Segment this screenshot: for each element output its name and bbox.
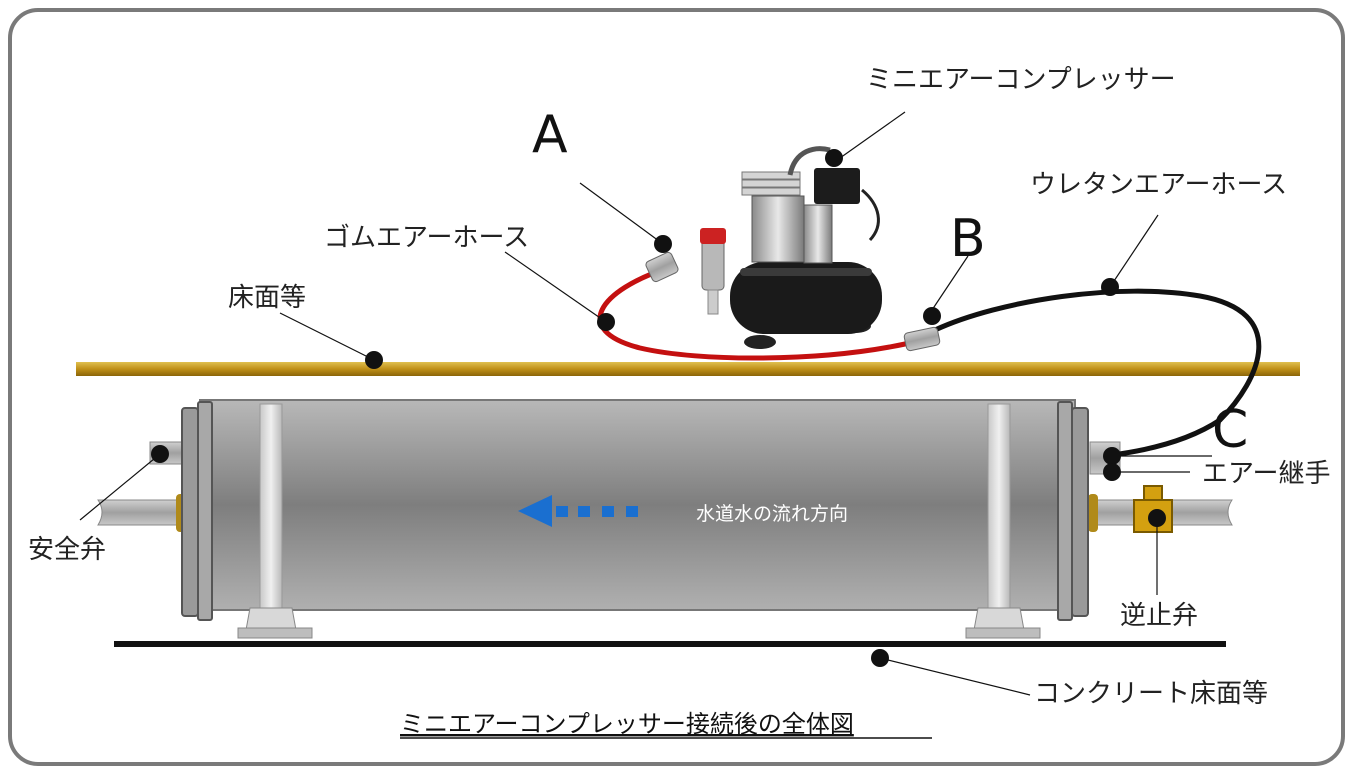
tank-flange-left-inner [197, 401, 213, 621]
diagram-caption: ミニエアーコンプレッサー接続後の全体図 [400, 710, 854, 738]
tank-flange-right-inner [1057, 401, 1073, 621]
label-urethane-hose: ウレタンエアーホース [1030, 170, 1287, 200]
concrete-floor-line [114, 641, 1226, 647]
label-flow-direction: 水道水の流れ方向 [696, 503, 848, 525]
flow-arrow [518, 495, 638, 527]
marker-dots [151, 149, 1166, 667]
marker-a: A [532, 105, 568, 165]
fitting-a [645, 251, 679, 283]
floor-bar [76, 362, 1300, 376]
foot-right [973, 607, 1025, 631]
label-safety-valve: 安全弁 [28, 535, 106, 565]
check-valve-cap [1143, 485, 1163, 501]
urethane-air-hose [932, 288, 1262, 458]
label-concrete-floor: コンクリート床面等 [1034, 679, 1268, 709]
rubber-air-hose [597, 265, 908, 361]
tank-flange-left [181, 407, 199, 617]
strap-left [259, 403, 283, 617]
foot-right-base [965, 627, 1041, 639]
mini-air-compressor [700, 146, 882, 349]
leader-lines [79, 111, 1212, 696]
strap-right [987, 403, 1011, 617]
tank-body [199, 399, 1076, 611]
foot-left-base [237, 627, 313, 639]
marker-b: B [950, 209, 986, 269]
foot-left [245, 607, 297, 631]
tank-flange-right [1071, 407, 1089, 617]
brass-fitting-right [1088, 494, 1098, 532]
fitting-b [903, 326, 941, 352]
label-check-valve: 逆止弁 [1120, 601, 1198, 631]
label-air-joint: エアー継手 [1202, 459, 1330, 489]
label-rubber-hose: ゴムエアーホース [324, 223, 529, 253]
marker-c: C [1212, 400, 1248, 460]
frame-border [8, 8, 1345, 766]
label-compressor: ミニエアーコンプレッサー [866, 65, 1176, 95]
inlet-pipe [97, 499, 186, 526]
label-floor: 床面等 [228, 283, 306, 313]
